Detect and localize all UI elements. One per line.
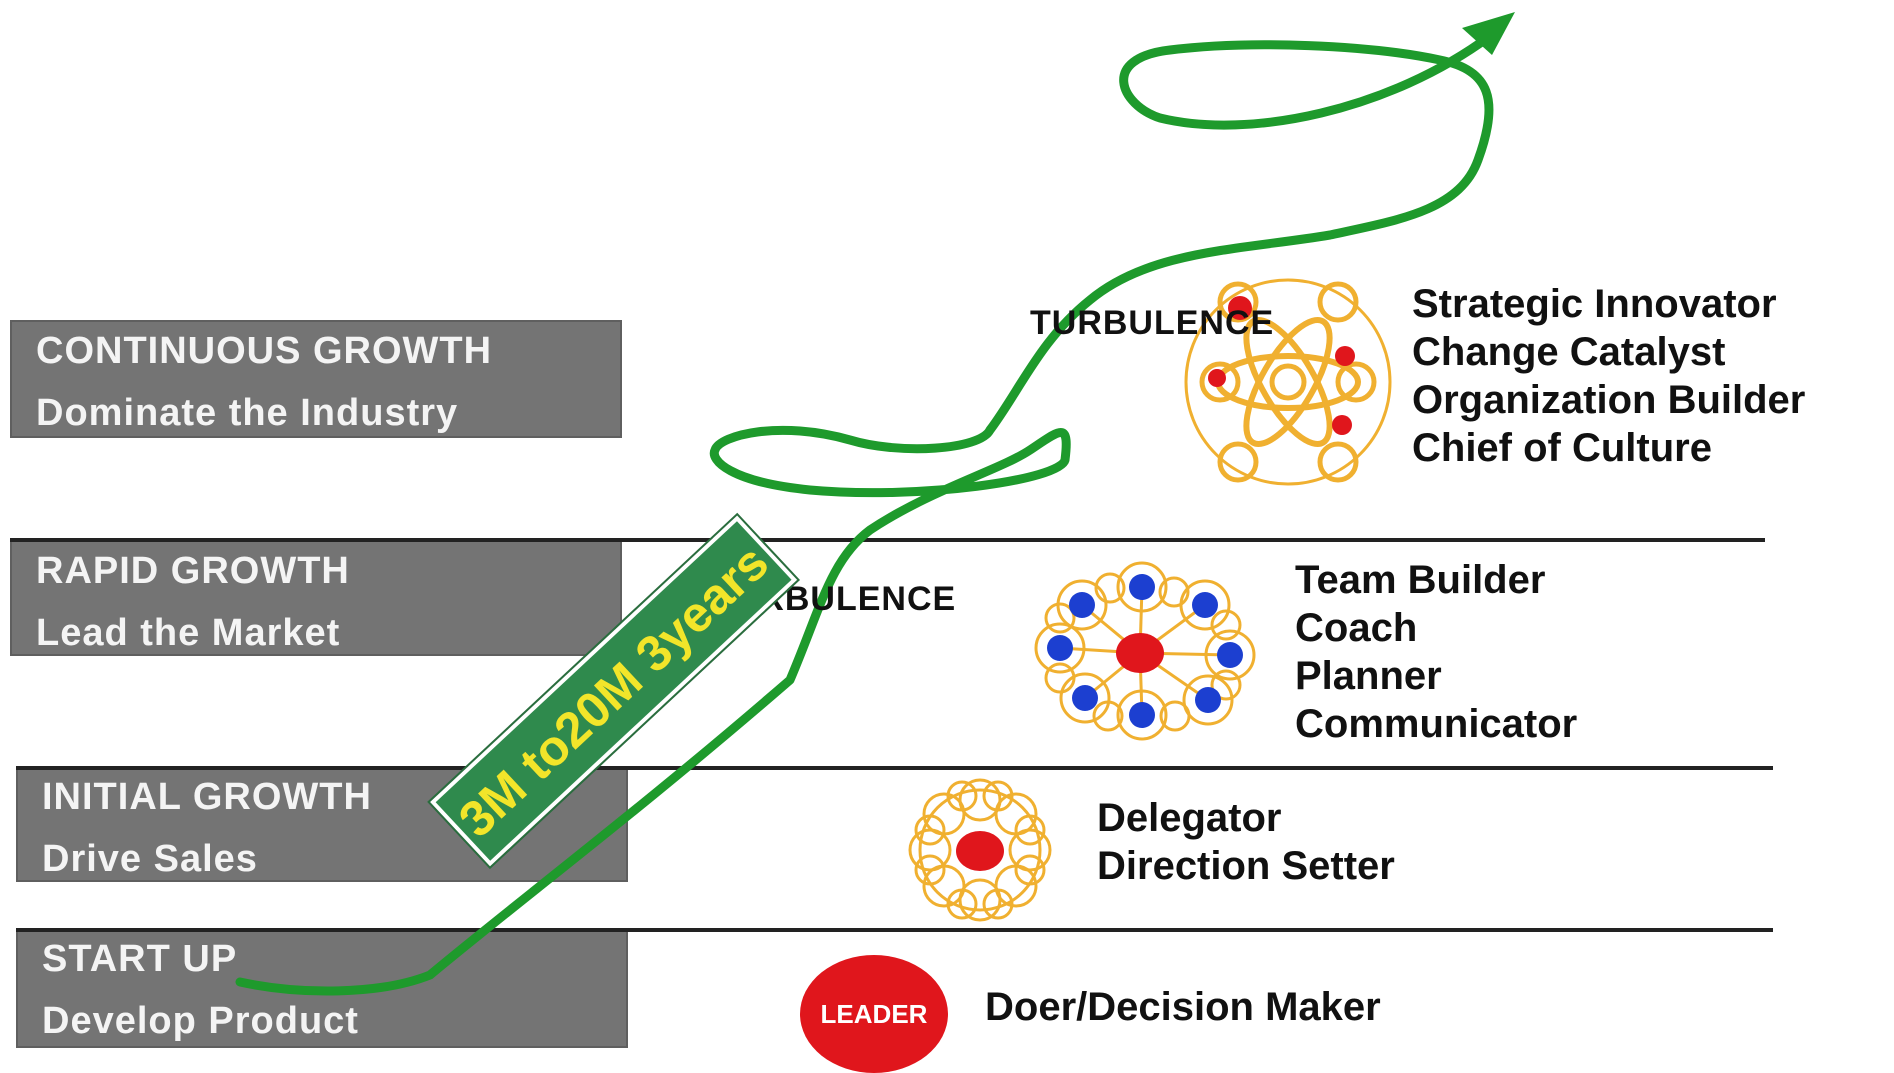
divider-line bbox=[10, 538, 1765, 542]
role-label: Coach bbox=[1295, 606, 1418, 650]
role-label: Direction Setter bbox=[1097, 844, 1395, 888]
atom-network-icon bbox=[1184, 278, 1392, 486]
role-label: Doer/Decision Maker bbox=[985, 985, 1381, 1029]
leader-badge-icon: LEADER bbox=[800, 955, 948, 1073]
role-label: Delegator bbox=[1097, 796, 1282, 840]
stage-subtitle: Dominate the Industry bbox=[36, 392, 459, 434]
stage-subtitle: Develop Product bbox=[42, 1000, 359, 1042]
role-label: Communicator bbox=[1295, 702, 1578, 746]
role-label: Strategic Innovator bbox=[1412, 282, 1777, 326]
stage-continuous-growth: CONTINUOUS GROWTH Dominate the Industry bbox=[10, 320, 622, 438]
stage-title: INITIAL GROWTH bbox=[42, 776, 372, 818]
role-label: Chief of Culture bbox=[1412, 426, 1712, 470]
roles-start-up: Doer/Decision Maker bbox=[985, 983, 1381, 1031]
role-label: Planner bbox=[1295, 654, 1442, 698]
role-label: Team Builder bbox=[1295, 558, 1546, 602]
delegator-center-icon bbox=[956, 831, 1004, 871]
turbulence-label: TURBULENCE bbox=[1030, 304, 1275, 342]
divider-line bbox=[16, 766, 1773, 770]
growth-path-line bbox=[235, 31, 1495, 996]
stage-subtitle: Lead the Market bbox=[36, 612, 341, 654]
roles-initial-growth: Delegator Direction Setter bbox=[1097, 794, 1395, 890]
delegation-network-icon bbox=[908, 778, 1052, 922]
roles-continuous-growth: Strategic Innovator Change Catalyst Orga… bbox=[1412, 280, 1805, 472]
team-center-icon bbox=[1116, 633, 1164, 673]
stage-subtitle: Drive Sales bbox=[42, 838, 258, 880]
stage-title: RAPID GROWTH bbox=[36, 550, 350, 592]
role-label: Organization Builder bbox=[1412, 378, 1806, 422]
divider-line bbox=[16, 928, 1773, 932]
stage-title: CONTINUOUS GROWTH bbox=[36, 330, 493, 372]
growth-arrow-head bbox=[1462, 12, 1515, 55]
team-node-icons bbox=[1047, 574, 1243, 728]
roles-rapid-growth: Team Builder Coach Planner Communicator bbox=[1295, 556, 1577, 748]
stage-title: START UP bbox=[42, 938, 238, 980]
role-label: Change Catalyst bbox=[1412, 330, 1726, 374]
